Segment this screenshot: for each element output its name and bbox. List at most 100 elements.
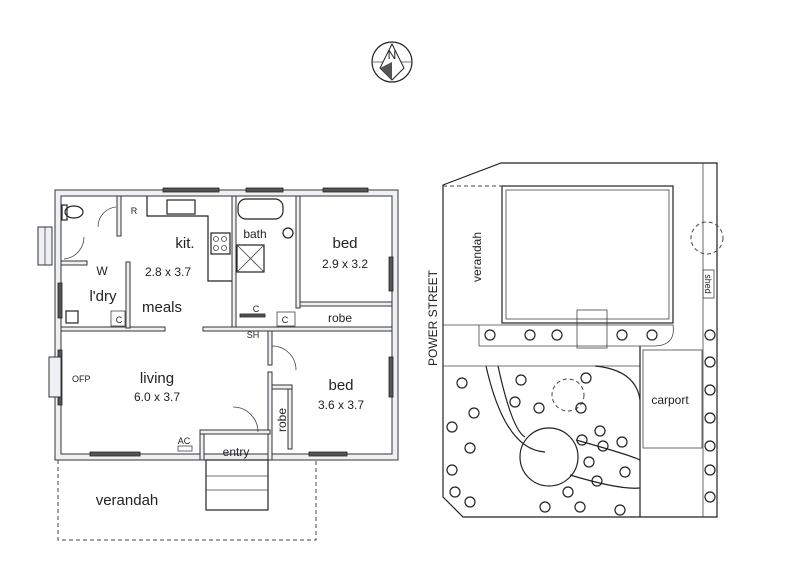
cooktop-icon (210, 232, 231, 255)
laundry-label: l'dry (89, 288, 117, 305)
toilet-icon (64, 205, 84, 219)
bathtub-icon (237, 198, 284, 220)
shrub-icon (449, 486, 461, 498)
shrub-icon (539, 501, 551, 513)
shrub-icon (464, 496, 476, 508)
shrub-icon (704, 491, 716, 503)
door-swing (232, 406, 259, 433)
street-label: POWER STREET (426, 269, 440, 366)
door-swing (271, 345, 297, 371)
shower-icon (236, 244, 265, 273)
shrub-icon (583, 456, 595, 468)
shrub-icon (591, 475, 603, 487)
shrub-icon (704, 464, 716, 476)
shed-outline (702, 269, 715, 299)
wall (267, 330, 273, 366)
garden-bed (478, 324, 674, 347)
wall (60, 326, 166, 332)
shrub-icon (533, 402, 545, 414)
shrub-icon (594, 425, 606, 437)
window (388, 356, 394, 398)
wall (295, 195, 301, 309)
carport-label: carport (651, 393, 689, 407)
shrub-icon (456, 377, 468, 389)
window (308, 451, 348, 457)
fridge-label: R (131, 206, 138, 216)
door-swing (63, 236, 85, 260)
large-tree-icon (551, 378, 585, 412)
shrub-icon (616, 436, 628, 448)
kitchen-label: kit. (175, 235, 194, 252)
sink-icon (166, 199, 196, 215)
shrub-icon (597, 440, 609, 452)
robe1-label: robe (328, 311, 352, 325)
wall (60, 260, 88, 266)
outer-walls (54, 189, 399, 461)
shrub-icon (464, 442, 476, 454)
shed-label: shed (703, 274, 713, 294)
shrub-icon (646, 329, 658, 341)
living-label: living (140, 370, 174, 387)
verandah-outline (57, 460, 317, 541)
shrub-icon (551, 329, 563, 341)
north-compass-icon: N (371, 41, 413, 83)
window (245, 187, 284, 193)
shrub-icon (562, 486, 574, 498)
wall (287, 388, 293, 450)
shrub-icon (509, 396, 521, 408)
shrub-icon (515, 374, 527, 386)
shrub-icon (619, 466, 631, 478)
large-tree-icon (690, 221, 724, 255)
basin-icon (282, 227, 294, 239)
shrub-icon (704, 384, 716, 396)
site-boundary (442, 162, 718, 518)
laundry-cupboard-label: C (116, 315, 123, 325)
wall (299, 301, 393, 307)
wall (199, 429, 271, 435)
carport-outline (642, 349, 703, 449)
shrub-icon (614, 504, 626, 516)
verandah-label: verandah (96, 492, 159, 509)
house-footprint (501, 185, 674, 324)
bed2-label: bed (328, 377, 353, 394)
garden-roundabout (519, 427, 579, 487)
wall (116, 195, 122, 237)
air-conditioner (177, 445, 193, 452)
shrub-icon (580, 372, 592, 384)
window (57, 282, 63, 319)
steps (576, 309, 608, 349)
shrub-icon (575, 402, 587, 414)
house-floor-plan: kit. 2.8 x 3.7 bath bed 2.9 x 3.2 meals … (37, 187, 399, 541)
robe2-label: robe (275, 408, 289, 432)
shrub-icon (704, 356, 716, 368)
wall (125, 261, 131, 329)
site-verandah-label: verandah (470, 232, 484, 282)
laundry-trough-icon (65, 310, 79, 324)
kitchen-bench (146, 196, 232, 282)
shrub-icon (484, 329, 496, 341)
window (89, 451, 141, 457)
bath-label: bath (243, 227, 266, 241)
shrub-icon (616, 329, 628, 341)
hall-cupboard-label: C (253, 304, 260, 314)
bed1-label: bed (332, 235, 357, 252)
site-plan: POWER STREET verandah shed carport (426, 162, 724, 518)
north-label: N (388, 48, 397, 62)
shrub-icon (446, 464, 458, 476)
shelves-label: SH (247, 330, 260, 340)
ac-label: AC (178, 436, 191, 446)
wall (267, 371, 273, 461)
shrub-icon (446, 421, 458, 433)
washing-machine-label: W (96, 264, 108, 278)
shrub-icon (524, 329, 536, 341)
window (388, 256, 394, 292)
bed2-size: 3.6 x 3.7 (318, 398, 364, 412)
door-swing (97, 206, 117, 228)
living-size: 6.0 x 3.7 (134, 390, 180, 404)
shrub-icon (704, 329, 716, 341)
hall-cupboard-label-2: C (282, 315, 289, 325)
fireplace (48, 356, 62, 398)
wall (202, 326, 393, 332)
wall (271, 384, 293, 390)
meals-label: meals (142, 299, 182, 316)
